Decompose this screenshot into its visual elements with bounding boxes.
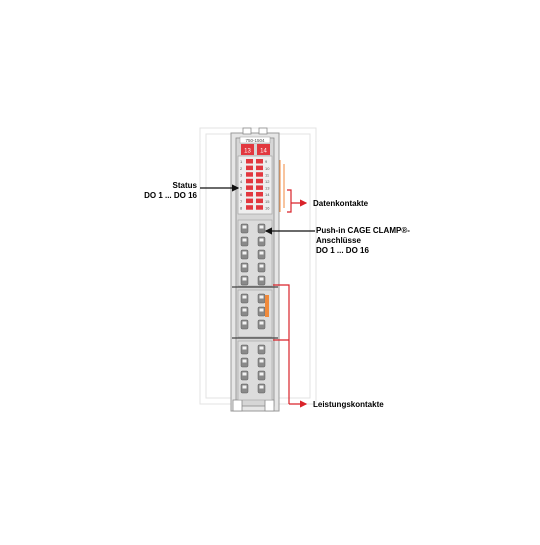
led-number-right: 12 [265,179,270,184]
led-group: 1 9 2 10 3 11 4 12 5 13 6 14 7 15 8 16 [240,159,270,210]
data-contacts-arrow [287,189,306,213]
status-led [256,172,263,177]
bottom-clip-right [264,399,275,412]
terminal-opening [242,385,247,389]
data-contact-strips [279,160,285,212]
status-led [256,192,263,197]
terminal-opening [242,225,247,229]
status-led [256,178,263,184]
status-led [256,159,263,164]
terminal-opening [242,308,247,312]
led-number-right: 10 [265,166,270,171]
power-contacts-label: Leistungskontakte [313,400,384,409]
led-number-right: 15 [265,199,270,204]
terminal-opening [242,277,247,281]
status-led [246,172,253,177]
terminal-opening [242,359,247,363]
terminal-opening [242,372,247,376]
status-led [246,178,253,184]
header-block-right [257,144,270,155]
led-number-right: 14 [265,192,270,197]
led-number-right: 16 [265,205,270,210]
push-in-title: Push-in CAGE CLAMP®- [316,226,410,235]
led-number-left: 7 [240,199,243,204]
header-label-14: 14 [260,149,267,155]
status-led [246,159,253,164]
led-number-left: 8 [240,205,243,210]
terminal-opening [242,295,247,299]
part-number-strip [239,136,271,144]
led-number-right: 13 [265,186,270,191]
top-clip-right [258,127,268,135]
header-label-13: 13 [244,149,251,155]
terminal-opening [259,321,264,325]
status-led [256,185,263,190]
terminal-opening [259,238,264,242]
terminal-opening [259,277,264,281]
terminal-opening [242,346,247,350]
led-number-left: 4 [240,179,243,184]
status-led [246,165,253,171]
status-led [246,185,253,190]
led-number-left: 6 [240,192,243,197]
part-number: 750-1504 [245,138,265,143]
terminal-opening [259,346,264,350]
header-block-left [241,144,254,155]
led-number-left: 3 [240,172,243,177]
terminal-opening [259,385,264,389]
power-contacts-arrow [273,284,306,404]
status-led [256,165,263,171]
led-number-left: 5 [240,186,243,191]
terminal-opening [259,264,264,268]
data-contacts-label: Datenkontakte [313,199,369,208]
push-in-range: DO 1 ... DO 16 [316,246,369,255]
status-led [246,205,253,210]
led-number-left: 1 [240,159,243,164]
terminal-opening [259,372,264,376]
status-callout: Status DO 1 ... DO 16 [120,181,197,201]
power-contact-marker [265,295,269,317]
terminal-opening [259,225,264,229]
terminal-opening [242,264,247,268]
terminal-opening [259,359,264,363]
push-in-callout: Push-in CAGE CLAMP®- Anschlüsse DO 1 ...… [316,226,410,256]
terminal-opening [242,251,247,255]
led-number-right: 11 [265,172,270,177]
bottom-clip-left [232,399,243,412]
led-number-right: 9 [265,159,268,164]
status-led [246,198,253,204]
terminal-opening [259,251,264,255]
terminal-opening [242,321,247,325]
status-label: Status [172,181,197,190]
status-led [256,205,263,210]
terminal-opening [242,238,247,242]
push-in-subtitle: Anschlüsse [316,236,361,245]
terminal-opening [259,308,264,312]
terminal-opening [259,295,264,299]
status-led [246,192,253,197]
led-panel [237,155,273,215]
top-clip-left [242,127,252,135]
led-number-left: 2 [240,166,243,171]
status-range: DO 1 ... DO 16 [144,191,197,200]
status-led [256,198,263,204]
